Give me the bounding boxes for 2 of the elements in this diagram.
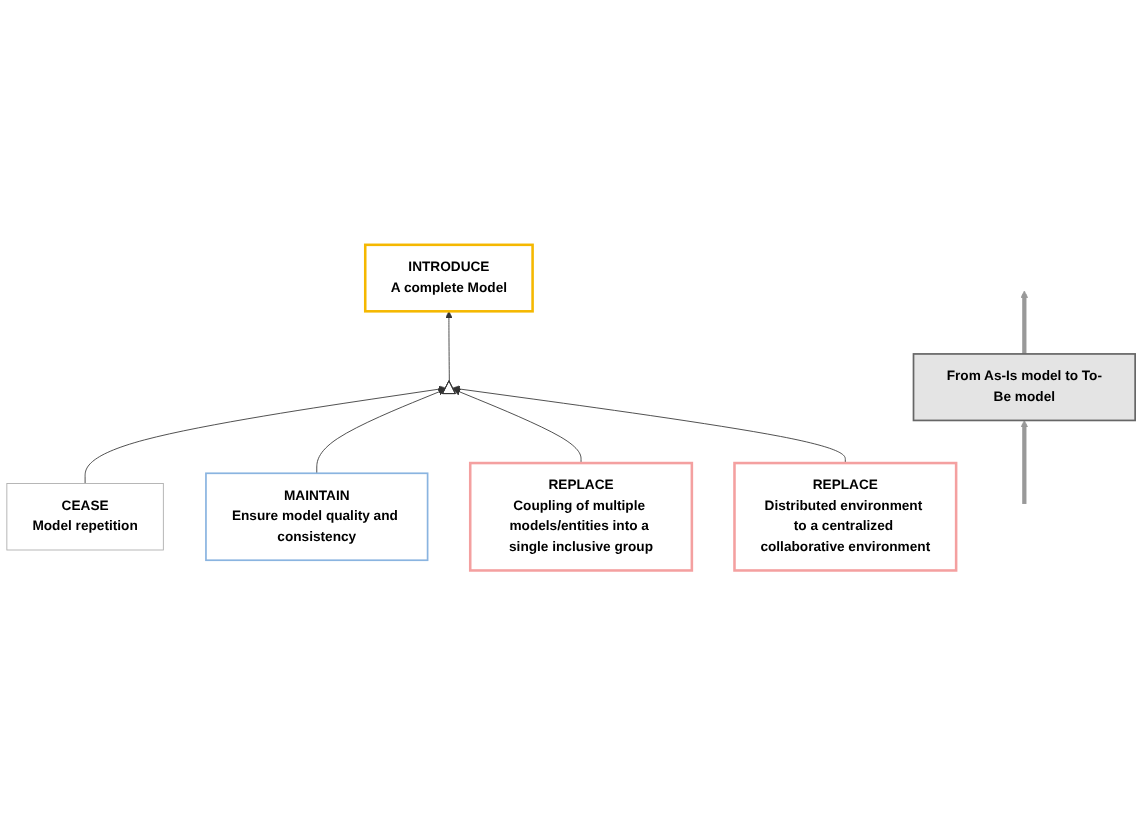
arrow (1020, 290, 1029, 355)
arrow (1020, 420, 1029, 505)
